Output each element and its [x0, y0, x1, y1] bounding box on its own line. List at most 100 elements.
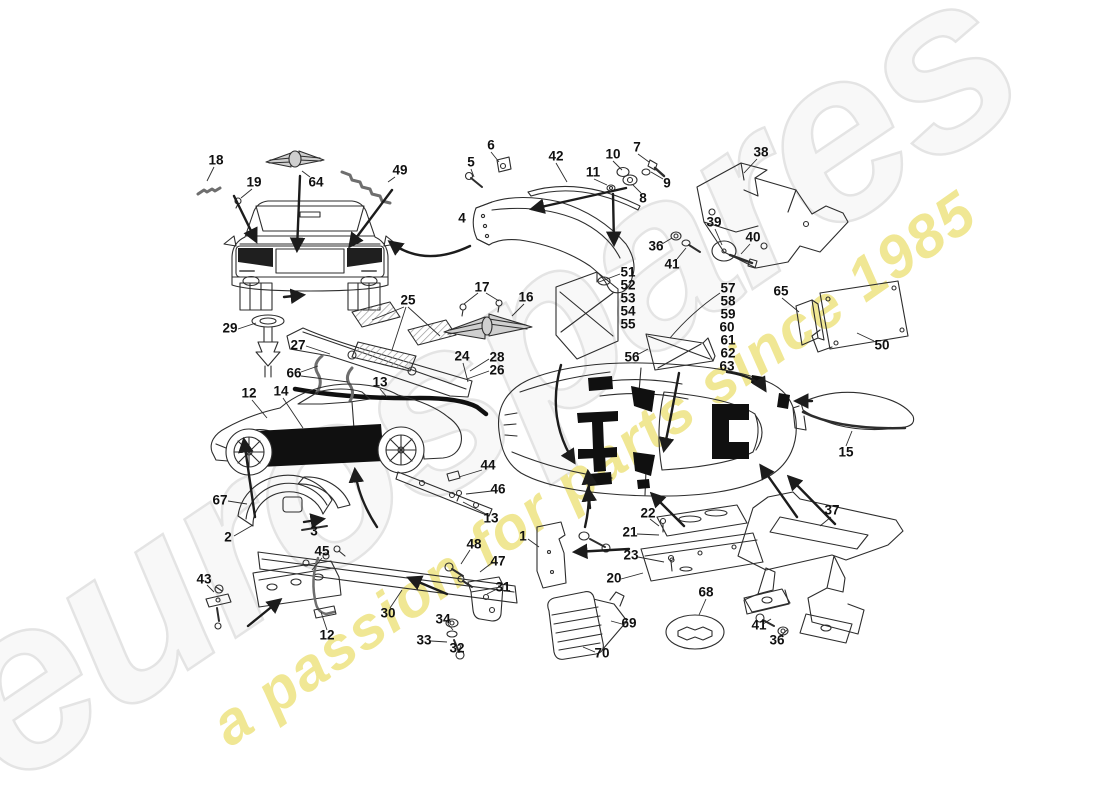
wings-badge-16 — [443, 313, 533, 340]
part-label-12: 12 — [319, 628, 334, 643]
part-label-52: 52 — [620, 278, 635, 293]
leader-lines — [206, 151, 875, 653]
watermark-brand-text: eurospares — [0, 0, 1063, 800]
part-label-20: 20 — [606, 571, 621, 586]
part-label-42: 42 — [548, 149, 563, 164]
watermark-layer: eurospares a passion for parts since 198… — [0, 0, 1063, 800]
part-label-34: 34 — [435, 612, 451, 627]
pedal-pad-70 — [547, 591, 628, 660]
part-label-36: 36 — [648, 239, 664, 254]
trim-15 — [792, 391, 915, 431]
clips-66 — [314, 354, 354, 403]
wings-badge-64 — [265, 150, 325, 168]
part-label-33: 33 — [416, 633, 432, 648]
part-label-45: 45 — [314, 544, 330, 559]
washers-10 — [616, 166, 638, 186]
part-label-48: 48 — [466, 537, 482, 552]
bracket-31 — [467, 576, 504, 622]
part-label-46: 46 — [490, 482, 506, 497]
part-label-41: 41 — [664, 257, 680, 272]
pushpin-29 — [251, 314, 285, 378]
part-label-29: 29 — [222, 321, 237, 336]
part-label-60: 60 — [719, 320, 734, 335]
part-label-50: 50 — [874, 338, 889, 353]
floor-panel-37 — [737, 491, 904, 644]
side-view-car — [210, 383, 462, 476]
part-label-24: 24 — [454, 349, 470, 364]
part-label-16: 16 — [518, 290, 534, 305]
pins-17 — [459, 299, 503, 317]
mud-flap-1 — [536, 521, 611, 589]
tail-lights — [238, 248, 382, 267]
fastener-5 — [464, 171, 483, 188]
part-label-2: 2 — [224, 530, 232, 545]
script-badge-49 — [340, 170, 392, 205]
part-label-44: 44 — [480, 458, 496, 473]
washer-9 — [641, 168, 651, 176]
pointer-arrows — [232, 174, 837, 628]
part-label-54: 54 — [620, 304, 636, 319]
part-label-61: 61 — [720, 333, 736, 348]
grommet-68 — [665, 614, 725, 650]
plate-20 — [640, 532, 764, 582]
part-label-56: 56 — [624, 350, 640, 365]
part-label-40: 40 — [745, 230, 760, 245]
part-label-1: 1 — [519, 529, 527, 544]
part-label-32: 32 — [449, 641, 464, 656]
x-brace-panel-51 — [555, 271, 619, 360]
part-label-6: 6 — [487, 138, 495, 153]
part-label-15: 15 — [838, 445, 854, 460]
bolt-41-lower — [755, 613, 775, 627]
part-label-3: 3 — [310, 524, 318, 539]
part-label-14: 14 — [273, 384, 289, 399]
part-label-65: 65 — [773, 284, 789, 299]
part-label-30: 30 — [380, 606, 395, 621]
part-label-67: 67 — [212, 493, 227, 508]
part-label-26: 26 — [489, 363, 505, 378]
part-label-47: 47 — [490, 554, 505, 569]
washer-36-upper — [670, 231, 682, 241]
bolt-48 — [444, 562, 464, 577]
part-label-17: 17 — [474, 280, 489, 295]
part-label-18: 18 — [208, 153, 224, 168]
part-label-13: 13 — [483, 511, 499, 526]
disc-39-bolt-40 — [711, 240, 758, 269]
drawings-layer — [196, 150, 915, 660]
insulation-pads-25 — [351, 301, 457, 372]
part-label-41: 41 — [751, 618, 767, 633]
part-label-37: 37 — [824, 503, 839, 518]
part-label-57: 57 — [720, 281, 735, 296]
gasket-65 — [795, 299, 825, 346]
part-label-70: 70 — [594, 646, 609, 661]
upper-sill-rail — [395, 470, 493, 517]
washer-36-lower — [777, 626, 789, 636]
grommet-6 — [496, 156, 512, 173]
part-label-11: 11 — [586, 165, 601, 180]
part-label-49: 49 — [392, 163, 407, 178]
part-label-55: 55 — [620, 317, 636, 332]
screw-47 — [457, 575, 473, 588]
part-label-43: 43 — [196, 572, 212, 587]
part-label-69: 69 — [621, 616, 636, 631]
part-label-39: 39 — [706, 215, 721, 230]
part-label-59: 59 — [720, 307, 735, 322]
part-label-19: 19 — [246, 175, 261, 190]
wheel-arch-liner-67 — [237, 474, 351, 527]
part-label-66: 66 — [286, 366, 302, 381]
fasteners-34-33-32 — [445, 618, 465, 660]
part-label-58: 58 — [720, 294, 736, 309]
script-badge-18 — [196, 186, 222, 196]
bolt-41-upper — [681, 239, 701, 253]
part-label-9: 9 — [663, 176, 671, 191]
part-label-63: 63 — [719, 359, 735, 374]
part-label-31: 31 — [495, 580, 511, 595]
part-label-12: 12 — [241, 386, 256, 401]
rubber-seal-24 — [292, 386, 489, 417]
part-label-23: 23 — [623, 548, 639, 563]
fastener-43 — [205, 584, 232, 630]
bolt-7 — [647, 159, 666, 178]
trim-strip-42 — [527, 185, 641, 211]
